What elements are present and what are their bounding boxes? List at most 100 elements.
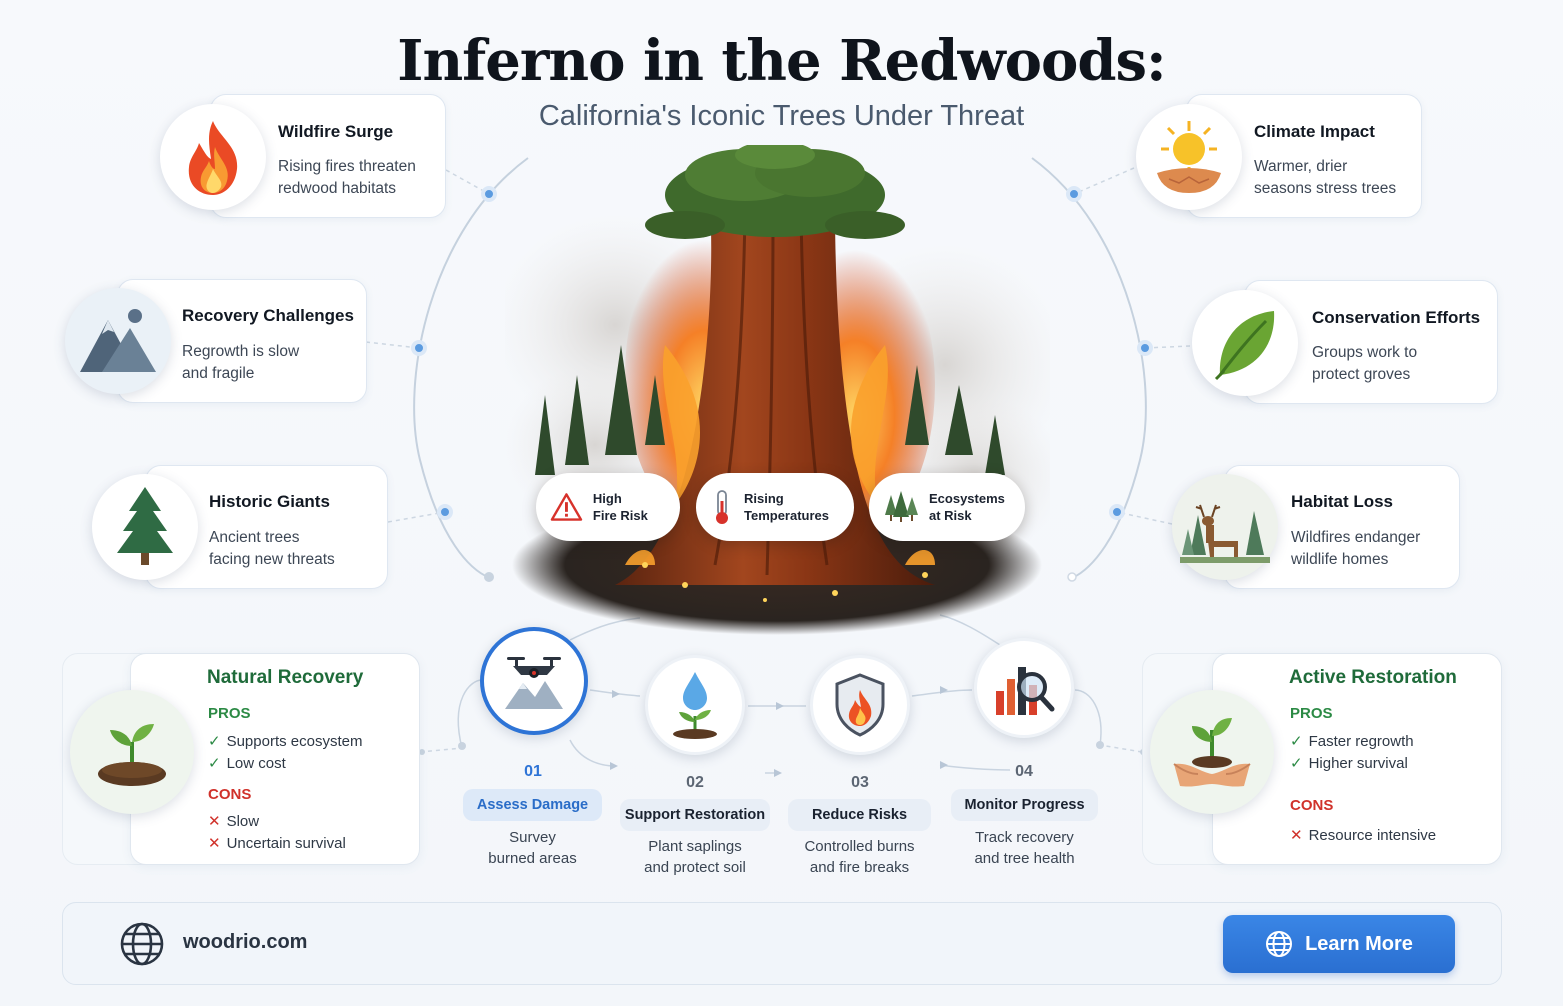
list-item: ✓ Faster regrowth	[1290, 732, 1414, 750]
list-item: ✓ Low cost	[208, 754, 286, 772]
list-item: ✕ Slow	[208, 812, 259, 830]
card-desc: Regrowth is slow and fragile	[182, 341, 299, 385]
pro-text: Higher survival	[1308, 755, 1408, 772]
step-3-reduce-risks[interactable]	[810, 655, 910, 755]
globe-icon	[1266, 931, 1293, 957]
step-2-support-restoration[interactable]	[645, 655, 745, 755]
step-number: 02	[686, 774, 704, 791]
learn-more-button[interactable]: Learn More	[1223, 915, 1455, 973]
pros-label: PROS	[1290, 705, 1333, 722]
step-desc: Survey burned areas	[463, 827, 602, 869]
step-number: 01	[524, 763, 542, 780]
con-text: Slow	[226, 813, 260, 830]
mountains-icon	[65, 288, 171, 394]
card-desc: Ancient trees facing new threats	[209, 527, 335, 571]
fire-shield-icon	[835, 673, 885, 737]
step-label-support-restoration[interactable]: Support Restoration	[620, 799, 770, 831]
cross-icon: ✕	[208, 813, 221, 830]
step-label-assess-damage[interactable]: Assess Damage	[463, 789, 602, 821]
step-desc-line: Track recovery	[975, 829, 1074, 846]
step-label-monitor-progress[interactable]: Monitor Progress	[951, 789, 1098, 821]
footer-site-link[interactable]: woodrio.com	[183, 931, 308, 953]
sun-icon	[1136, 104, 1242, 210]
con-text: Uncertain survival	[226, 835, 346, 852]
badge-line: Fire Risk	[592, 508, 648, 523]
step-desc-line: Plant saplings	[648, 838, 742, 855]
card-desc-line: Warmer, drier	[1254, 158, 1348, 175]
forest-icon	[885, 491, 918, 522]
badge-rising-temperatures: Rising Temperatures	[696, 473, 854, 541]
learn-more-label: Learn More	[1305, 932, 1413, 955]
badge-label: High Fire Risk	[593, 490, 680, 524]
pros-label: PROS	[208, 705, 251, 722]
flame-icon	[160, 104, 266, 210]
badge-high-fire-risk: High Fire Risk	[536, 473, 680, 541]
card-desc: Wildfires endanger wildlife homes	[1291, 527, 1420, 571]
deer-icon	[1172, 474, 1278, 580]
badge-line: Rising	[744, 491, 784, 506]
badge-label: Ecosystems at Risk	[929, 490, 1019, 524]
step-1-assess-damage[interactable]	[480, 627, 588, 735]
badge-line: at Risk	[929, 508, 972, 523]
step-label-reduce-risks[interactable]: Reduce Risks	[788, 799, 931, 831]
card-title: Climate Impact	[1254, 122, 1375, 141]
step-desc-line: Controlled burns	[804, 838, 915, 855]
badge-line: High	[592, 491, 622, 506]
pro-text: Low cost	[226, 755, 286, 772]
hands-sapling-icon	[1150, 690, 1274, 814]
con-text: Resource intensive	[1308, 827, 1437, 844]
step-4-monitor-progress[interactable]	[974, 638, 1074, 738]
card-desc: Warmer, drier seasons stress trees	[1254, 156, 1396, 200]
card-title: Habitat Loss	[1291, 492, 1394, 511]
card-desc-line: seasons stress trees	[1254, 180, 1397, 197]
leaf-icon	[1192, 290, 1298, 396]
check-icon: ✓	[1290, 733, 1303, 750]
step-desc-line: Survey	[509, 829, 556, 846]
step-desc-line: and tree health	[974, 850, 1075, 867]
pine-tree-icon	[92, 474, 198, 580]
cons-label: CONS	[208, 786, 252, 803]
step-desc-line: burned areas	[488, 850, 577, 867]
step-desc-line: and protect soil	[644, 859, 746, 876]
card-title: Recovery Challenges	[182, 306, 354, 325]
check-icon: ✓	[208, 755, 221, 772]
seedling-icon	[70, 690, 194, 814]
card-desc-line: Ancient trees	[209, 529, 300, 546]
card-desc: Rising fires threaten redwood habitats	[278, 156, 416, 200]
list-item: ✕ Uncertain survival	[208, 834, 346, 852]
badge-label: Rising Temperatures	[744, 490, 834, 524]
burning-redwood-illustration	[495, 141, 1065, 645]
pro-text: Supports ecosystem	[226, 733, 363, 750]
step-desc: Track recovery and tree health	[951, 827, 1098, 869]
card-desc-line: Groups work to	[1312, 344, 1418, 361]
card-desc-line: protect groves	[1312, 366, 1411, 383]
list-item: ✕ Resource intensive	[1290, 826, 1436, 844]
check-icon: ✓	[208, 733, 221, 750]
step-desc-line: and fire breaks	[809, 859, 910, 876]
card-title: Wildfire Surge	[278, 122, 394, 141]
chart-magnifier-icon	[996, 667, 1055, 715]
page-title: Inferno in the Redwoods:	[397, 28, 1166, 94]
cross-icon: ✕	[208, 835, 221, 852]
check-icon: ✓	[1290, 755, 1303, 772]
step-desc: Plant saplings and protect soil	[620, 836, 770, 878]
drone-icon	[505, 657, 563, 709]
warning-icon	[550, 493, 583, 521]
pro-text: Faster regrowth	[1308, 733, 1414, 750]
card-desc: Groups work to protect groves	[1312, 342, 1417, 386]
card-desc-line: Wildfires endanger	[1291, 529, 1421, 546]
natural-recovery-title: Natural Recovery	[207, 667, 364, 688]
sapling-water-icon	[673, 672, 717, 739]
list-item: ✓ Supports ecosystem	[208, 732, 362, 750]
globe-icon	[120, 922, 164, 966]
card-desc-line: and fragile	[182, 365, 255, 382]
badge-ecosystems-at-risk: Ecosystems at Risk	[869, 473, 1025, 541]
cons-label: CONS	[1290, 797, 1334, 814]
thermometer-icon	[716, 490, 728, 524]
step-number: 03	[851, 774, 869, 791]
card-title: Historic Giants	[209, 492, 330, 511]
card-desc-line: Rising fires threaten	[278, 158, 416, 175]
card-desc-line: Regrowth is slow	[182, 343, 300, 360]
cross-icon: ✕	[1290, 827, 1303, 844]
